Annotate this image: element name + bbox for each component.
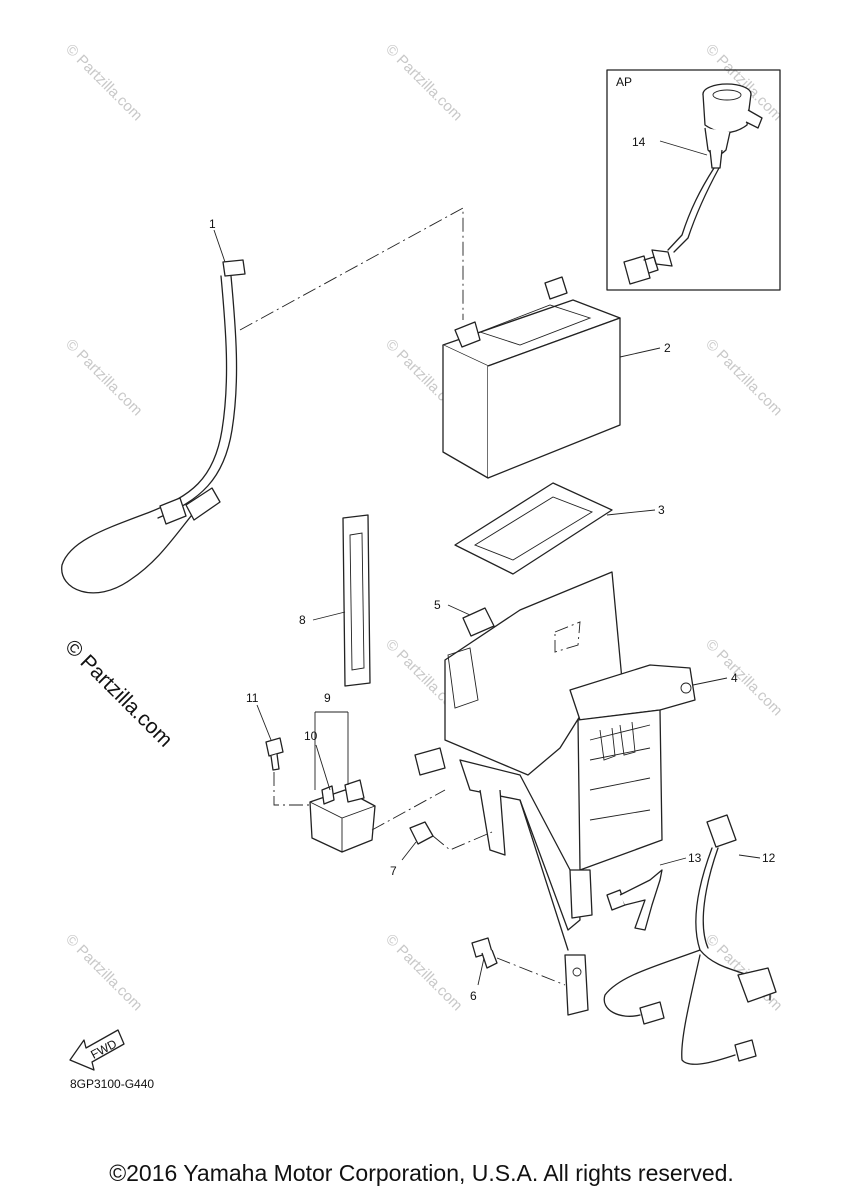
- battery-pad-3: [454, 482, 613, 575]
- callout-10: 10: [304, 729, 318, 743]
- watermark: © Partzilla.com: [382, 41, 465, 124]
- bolt-6: [471, 937, 498, 969]
- fwd-arrow-icon: FWD: [69, 1029, 125, 1071]
- callout-7: 7: [390, 864, 397, 878]
- nut-7: [409, 821, 434, 845]
- watermark: © Partzilla.com: [702, 636, 785, 719]
- callout-2: 2: [664, 341, 671, 355]
- starter-relay-9: [309, 779, 376, 853]
- watermark: © Partzilla.com: [62, 41, 145, 124]
- watermark-main: © Partzilla.com: [60, 635, 176, 751]
- watermark: © Partzilla.com: [382, 931, 465, 1014]
- watermark: © Partzilla.com: [702, 931, 785, 1014]
- sub-harness-12: [603, 814, 777, 1065]
- callout-8: 8: [299, 613, 306, 627]
- inset-frame: [606, 69, 781, 291]
- battery-box-4: [414, 571, 696, 1016]
- bolt-11: [265, 737, 284, 771]
- wire-lead-1: [61, 259, 246, 594]
- callout-11: 11: [246, 691, 259, 705]
- callout-3: 3: [658, 503, 665, 517]
- callout-5: 5: [434, 598, 441, 612]
- power-socket-14: [623, 83, 763, 285]
- callout-13: 13: [688, 851, 702, 865]
- battery-band-8: [342, 514, 371, 687]
- watermark: © Partzilla.com: [62, 931, 145, 1014]
- pad-5: [462, 607, 495, 637]
- callout-1: 1: [209, 217, 216, 231]
- callout-9: 9: [324, 691, 331, 705]
- copyright-notice: ©2016 Yamaha Motor Corporation, U.S.A. A…: [109, 1160, 734, 1186]
- watermark: © Partzilla.com: [702, 336, 785, 419]
- diagram-code: 8GP3100-G440: [70, 1077, 154, 1091]
- callout-4: 4: [731, 671, 738, 685]
- inset-label: AP: [616, 75, 632, 89]
- watermark-grid: © Partzilla.com © Partzilla.com © Partzi…: [62, 41, 785, 1014]
- inset-ap: AP 14: [606, 69, 781, 291]
- callout-6: 6: [470, 989, 477, 1003]
- callout-14: 14: [632, 135, 646, 149]
- battery-2: [442, 276, 621, 479]
- clamp-13: [606, 869, 663, 931]
- watermark: © Partzilla.com: [62, 336, 145, 419]
- callout-12: 12: [762, 851, 776, 865]
